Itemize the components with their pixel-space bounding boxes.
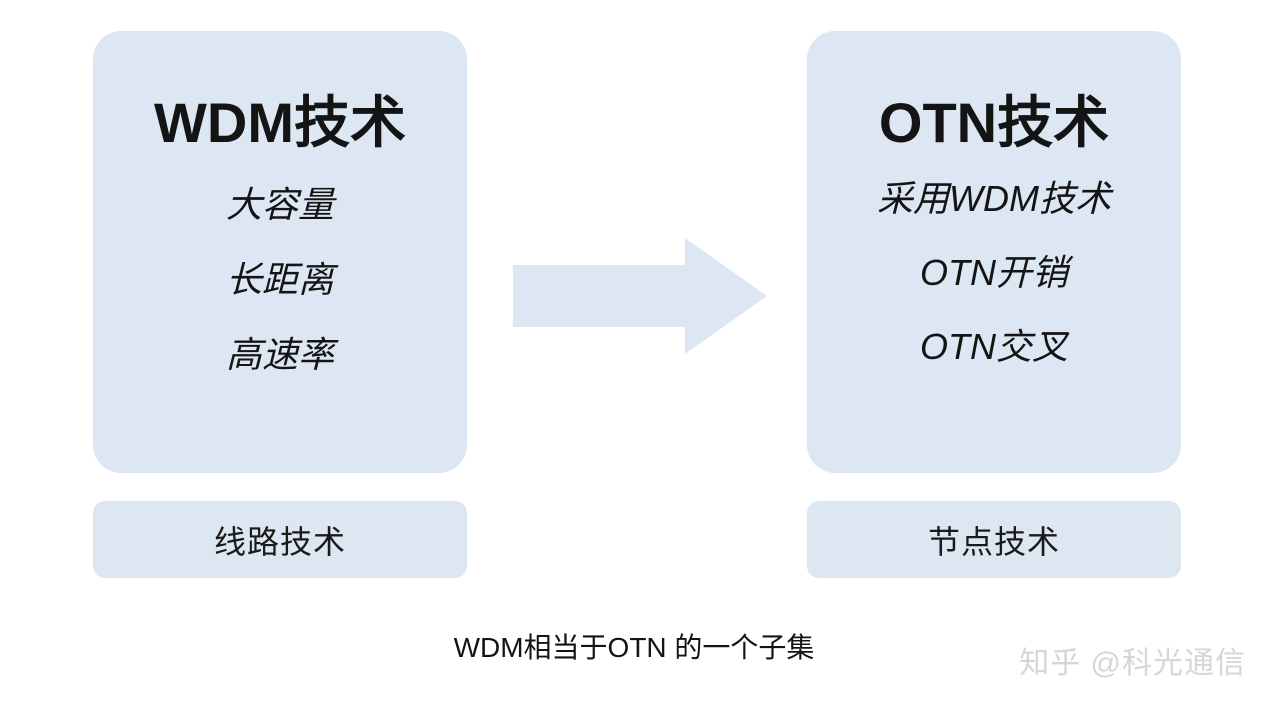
card-otn-feature-3: OTN交叉 xyxy=(920,326,1068,367)
card-wdm-title: WDM技术 xyxy=(154,91,406,154)
card-wdm-feature-1: 大容量 xyxy=(225,184,334,225)
card-wdm-feature-3: 高速率 xyxy=(225,334,334,375)
pill-line-technology-label: 线路技术 xyxy=(213,523,346,560)
right-arrow-icon xyxy=(513,238,767,354)
watermark: 知乎 @科光通信 xyxy=(1019,647,1246,680)
diagram-caption: WDM相当于OTN 的一个子集 xyxy=(453,632,815,663)
card-wdm-feature-2: 长距离 xyxy=(225,259,334,300)
pill-node-technology: 节点技术 xyxy=(807,501,1181,578)
card-wdm: WDM技术 大容量 长距离 高速率 xyxy=(93,31,467,473)
card-wdm-feature-list: 大容量 长距离 高速率 xyxy=(93,187,467,373)
card-otn-feature-list: 采用WDM技术 OTN开销 OTN交叉 xyxy=(807,181,1181,403)
pill-node-technology-label: 节点技术 xyxy=(927,523,1060,560)
card-otn-feature-2: OTN开销 xyxy=(920,252,1068,293)
card-otn-feature-1: 采用WDM技术 xyxy=(877,178,1111,219)
card-otn-title: OTN技术 xyxy=(878,91,1110,154)
right-arrow-shape xyxy=(513,238,767,354)
card-otn: OTN技术 采用WDM技术 OTN开销 OTN交叉 xyxy=(807,31,1181,473)
pill-line-technology: 线路技术 xyxy=(93,501,467,578)
